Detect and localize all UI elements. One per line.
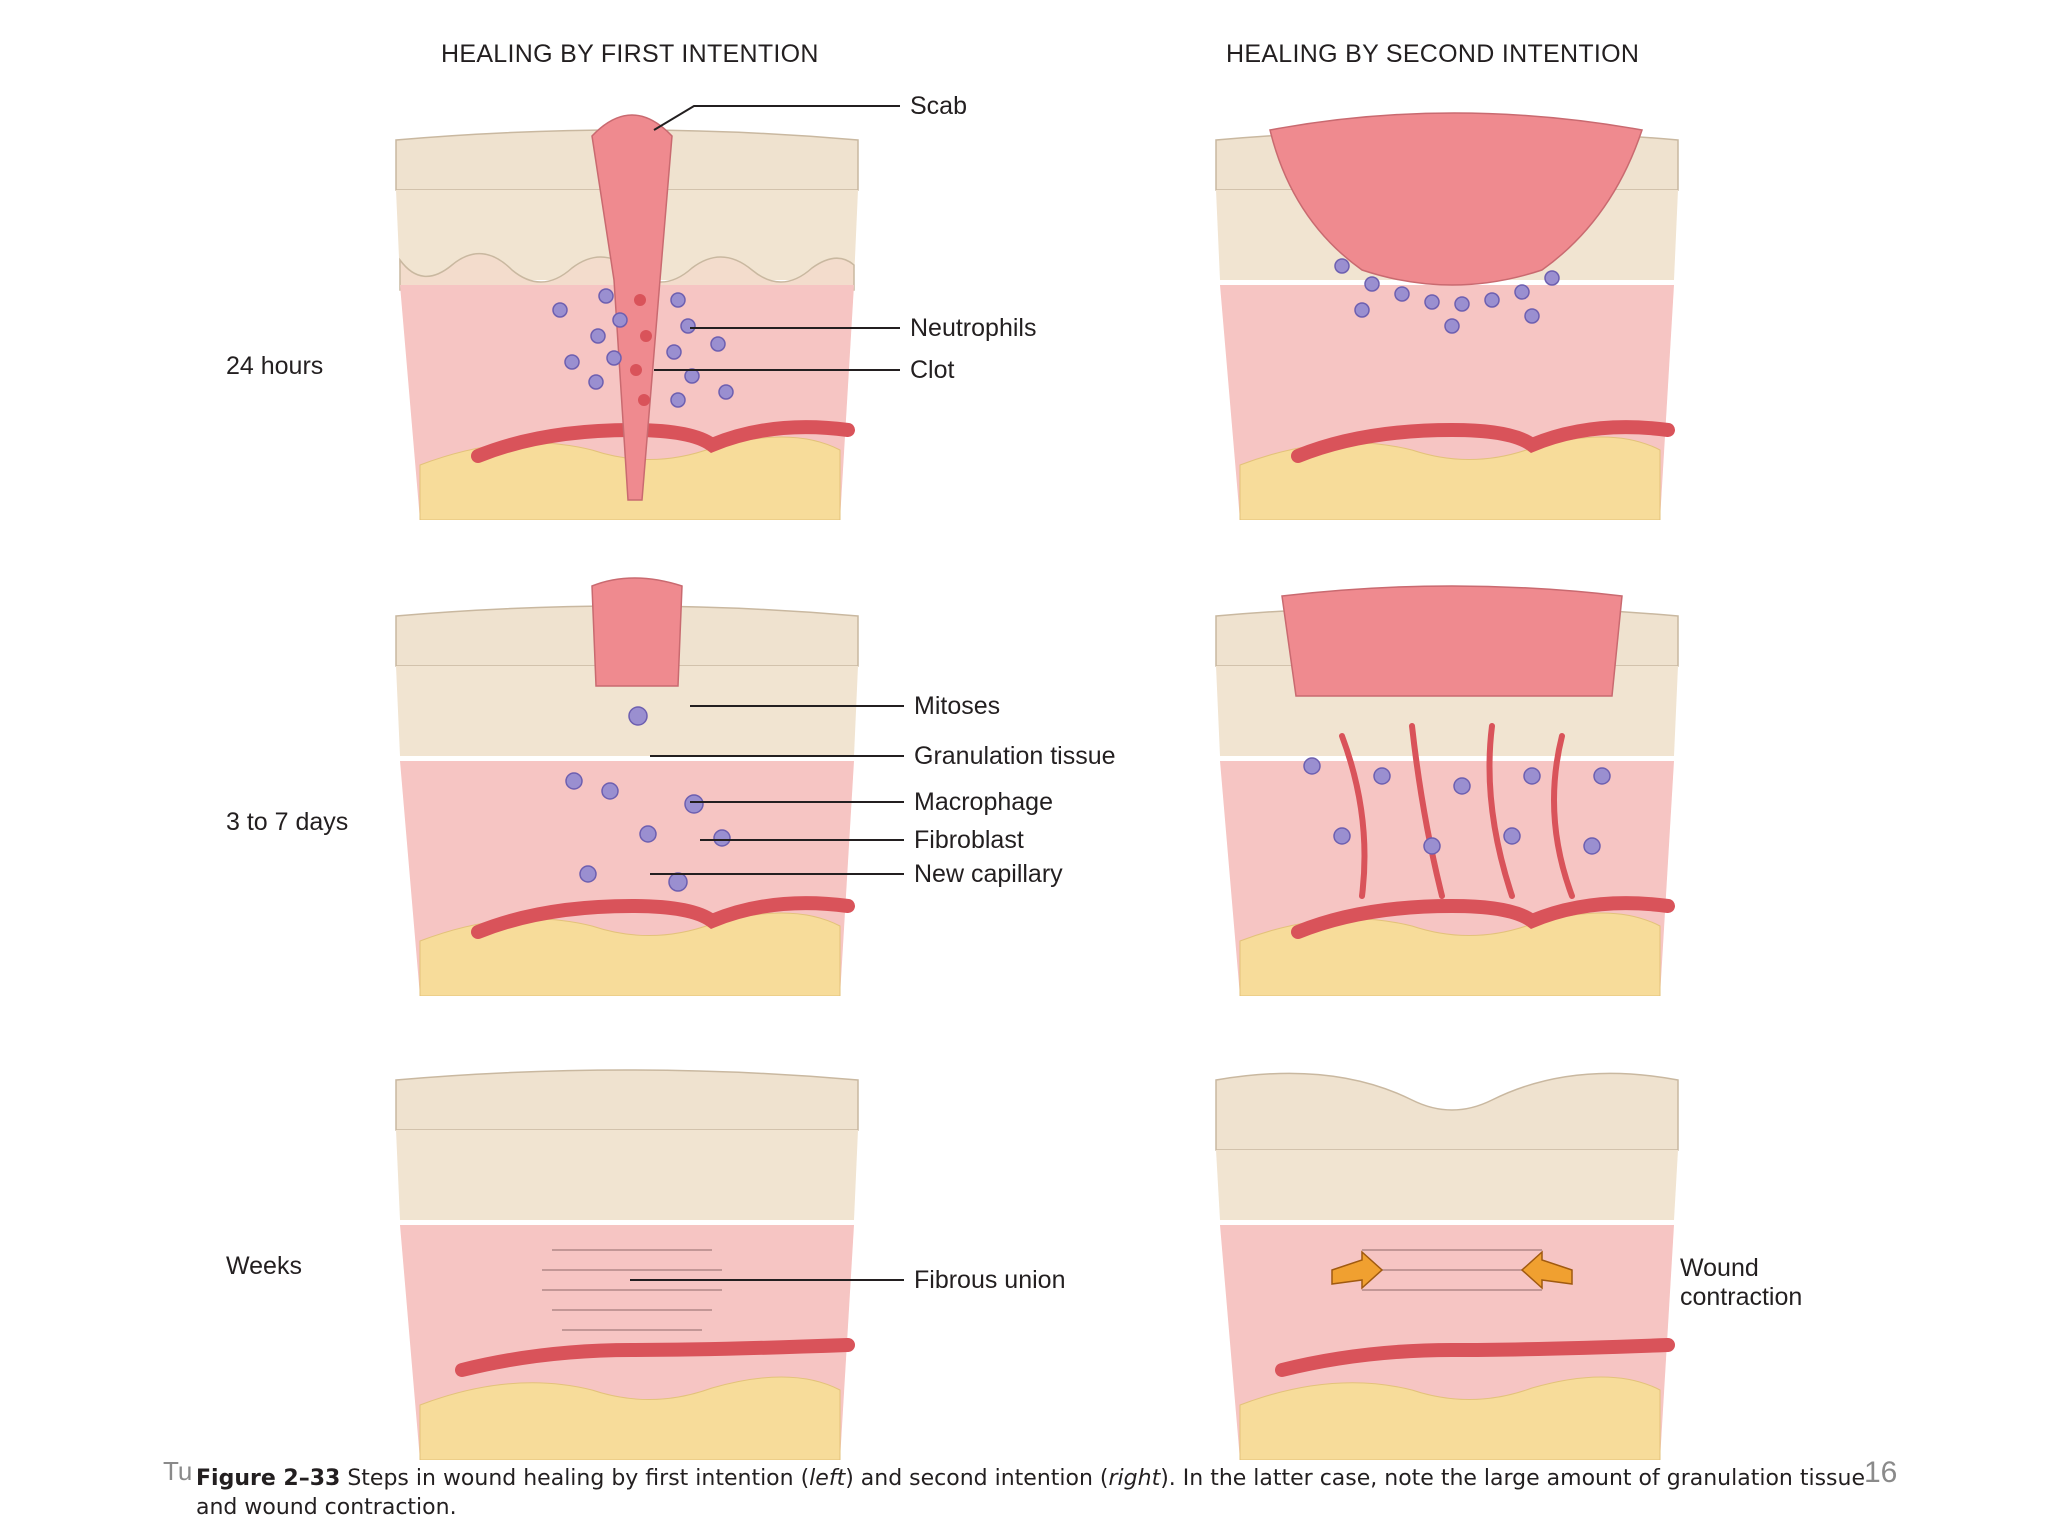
panel-second-24h	[1215, 112, 1679, 520]
label-scab: Scab	[910, 92, 967, 120]
label-mitoses: Mitoses	[914, 692, 1001, 720]
label-clot: Clot	[910, 356, 955, 384]
panel-first-weeks	[395, 1069, 859, 1460]
label-macrophage: Macrophage	[914, 788, 1053, 816]
page-number: 16	[1864, 1456, 1898, 1489]
label-granulation-tissue: Granulation tissue	[914, 742, 1116, 770]
figure-caption: Figure 2–33 Steps in wound healing by fi…	[196, 1466, 1865, 1520]
row-label-3-to-7-days: 3 to 7 days	[226, 808, 349, 836]
title-first-intention: HEALING BY FIRST INTENTION	[441, 40, 819, 68]
label-wound-contraction: Wound contraction	[1680, 1254, 1803, 1311]
panel-first-3-7d	[395, 577, 859, 996]
panel-first-24h	[395, 114, 859, 520]
arrow-left-icon	[1520, 1250, 1573, 1290]
label-neutrophils: Neutrophils	[910, 314, 1037, 342]
row-label-24-hours: 24 hours	[226, 352, 324, 380]
footer-left-text: Tu	[163, 1456, 193, 1486]
label-fibroblast: Fibroblast	[914, 826, 1024, 854]
label-fibrous-union: Fibrous union	[914, 1266, 1066, 1294]
panel-second-3-7d	[1215, 585, 1679, 996]
label-new-capillary: New capillary	[914, 860, 1063, 888]
row-label-weeks: Weeks	[226, 1252, 302, 1280]
panel-second-weeks	[1215, 1072, 1679, 1460]
title-second-intention: HEALING BY SECOND INTENTION	[1226, 40, 1640, 68]
arrow-right-icon	[1331, 1250, 1384, 1290]
